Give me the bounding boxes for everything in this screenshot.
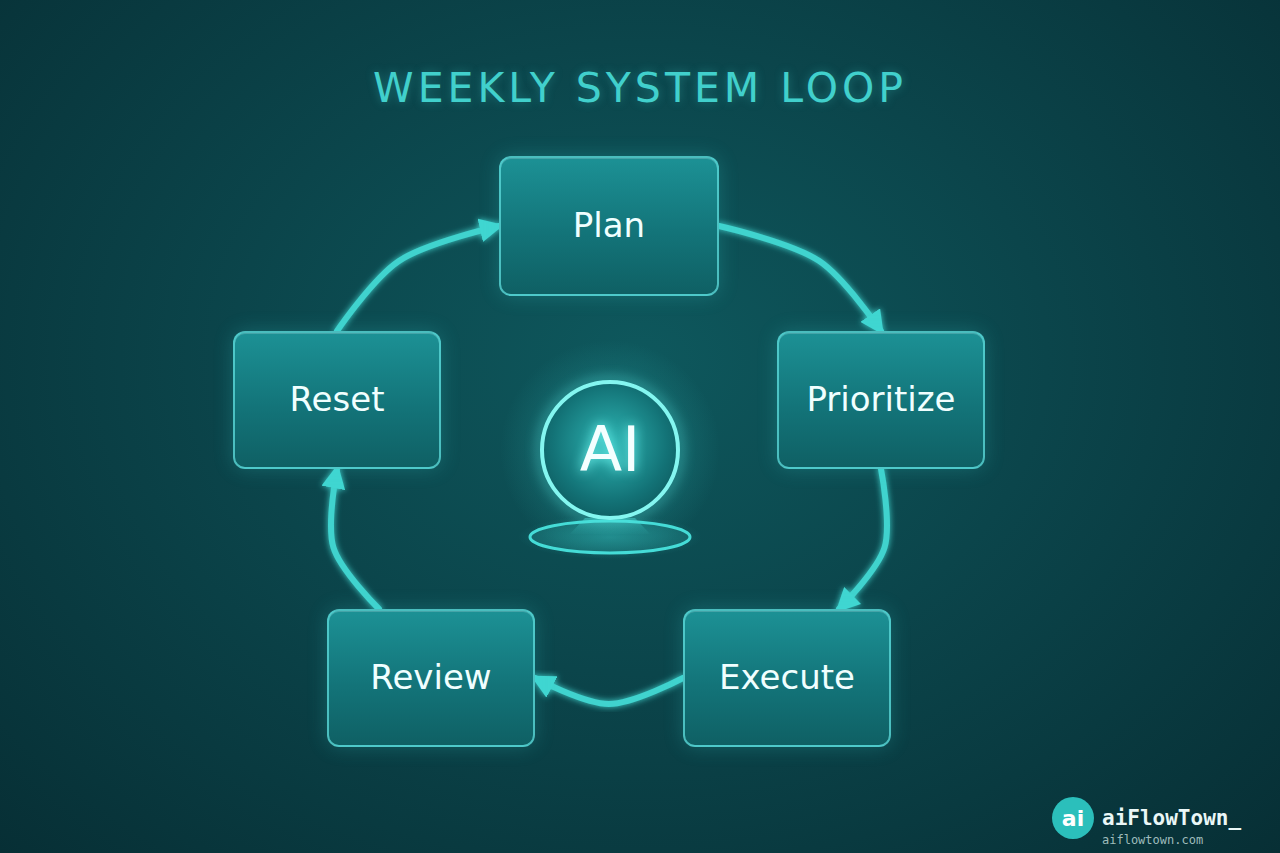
process-box: Execute xyxy=(683,609,891,747)
cycle-arrow xyxy=(331,469,379,609)
node-label: Execute xyxy=(719,658,855,697)
cycle-arrow xyxy=(719,226,881,331)
logo-mark: ai xyxy=(1062,806,1084,831)
node-label: AI xyxy=(580,414,641,485)
cycle-arrow xyxy=(535,678,683,704)
ai-base xyxy=(530,521,690,553)
ai-hub-circle: AI xyxy=(538,378,682,522)
process-box: Plan xyxy=(499,156,719,296)
process-box: Reset xyxy=(233,331,441,469)
diagram-title: WEEKLY SYSTEM LOOP xyxy=(0,64,1280,112)
node-label: Plan xyxy=(573,206,645,245)
node-label: Reset xyxy=(290,380,385,419)
node-label: Review xyxy=(370,658,491,697)
process-box: Review xyxy=(327,609,535,747)
cycle-arrow xyxy=(337,226,499,331)
process-box: Prioritize xyxy=(777,331,985,469)
cycle-arrow xyxy=(839,469,887,609)
watermark: aiFlowTown_ xyxy=(1102,806,1241,830)
watermark-url: aiflowtown.com xyxy=(1102,833,1203,847)
logo-circle xyxy=(1052,797,1094,839)
node-label: Prioritize xyxy=(806,380,955,419)
ai-glow xyxy=(500,340,720,560)
